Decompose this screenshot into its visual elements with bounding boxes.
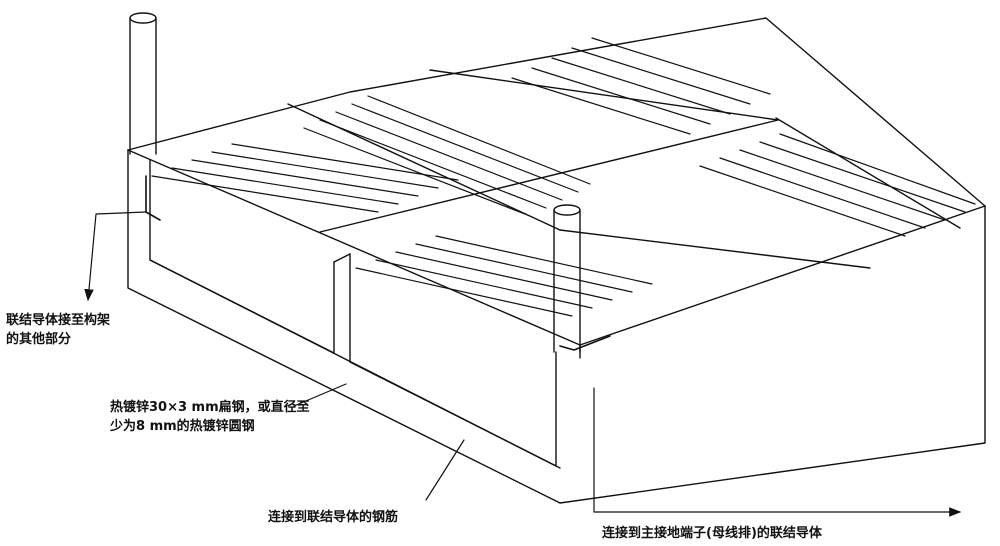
- frame-bond-label-line1: 联结导体接至构架: [6, 313, 111, 328]
- rebar-bond-label: 连接到联结导体的钢筋: [268, 508, 398, 527]
- steel-spec-label-line1: 热镀锌30×3 mm扁钢，或直径至: [110, 400, 310, 415]
- trench-channels: [127, 149, 561, 504]
- frame-bond-label-line2: 的其他部分: [6, 332, 72, 347]
- rebar-bond-label-text: 连接到联结导体的钢筋: [268, 510, 399, 525]
- steel-spec-label: 热镀锌30×3 mm扁钢，或直径至 少为8 mm的热镀锌圆钢: [110, 398, 310, 436]
- leader-lines: [84, 211, 962, 517]
- main-earth-bond-label-text: 连接到主接地端子(母线排)的联结导体: [602, 526, 822, 541]
- plate-slots: [151, 37, 976, 317]
- steel-spec-label-line2: 少为8 mm的热镀锌圆钢: [110, 419, 255, 434]
- grounding-rod-left: [129, 12, 157, 155]
- frame-bond-label: 联结导体接至构架 的其他部分: [6, 311, 110, 349]
- main-earth-bond-label: 连接到主接地端子(母线排)的联结导体: [602, 524, 822, 543]
- bonding-steel-strip: [145, 175, 611, 351]
- grounding-rod-right: [553, 204, 581, 353]
